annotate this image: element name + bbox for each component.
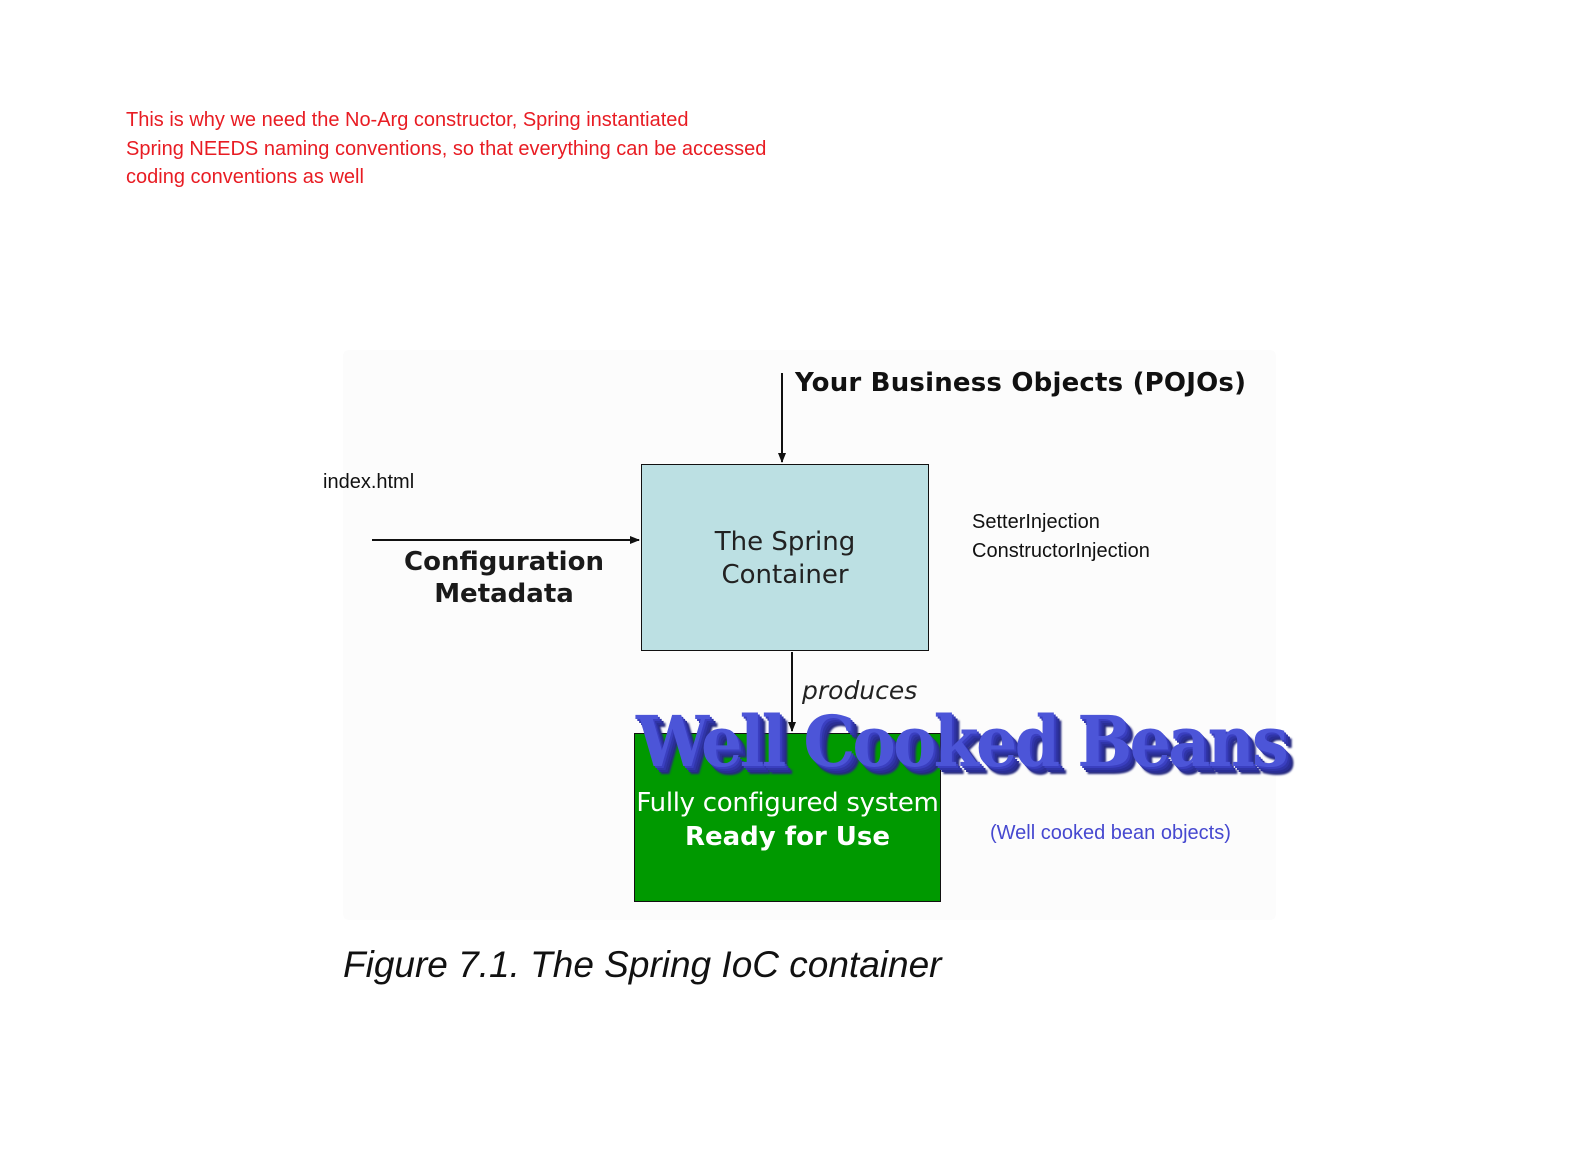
configured-system-line-1: Fully configured system <box>636 788 939 818</box>
config-metadata-line-1: Configuration <box>404 547 604 577</box>
spring-container-box: The Spring Container <box>641 464 929 651</box>
container-label-line-2: Container <box>721 560 849 590</box>
produces-label: produces <box>802 676 918 705</box>
note-line-1: This is why we need the No-Arg construct… <box>126 109 689 131</box>
note-line-3: coding conventions as well <box>126 166 364 188</box>
bean-objects-caption: (Well cooked bean objects) <box>990 822 1231 844</box>
constructor-injection-label: ConstructorInjection <box>972 540 1150 562</box>
injection-labels: SetterInjection ConstructorInjection <box>972 508 1150 566</box>
configured-system-label: Fully configured system Ready for Use <box>635 786 940 854</box>
configuration-metadata-label: Configuration Metadata <box>398 546 610 610</box>
well-cooked-beans-wordart: Well Cooked Beans <box>636 700 1289 783</box>
annotation-note: This is why we need the No-Arg construct… <box>126 106 766 192</box>
setter-injection-label: SetterInjection <box>972 511 1100 533</box>
note-line-2: Spring NEEDS naming conventions, so that… <box>126 137 767 160</box>
figure-caption: Figure 7.1. The Spring IoC container <box>343 944 942 985</box>
spring-container-label: The Spring Container <box>642 526 928 592</box>
configured-system-line-2: Ready for Use <box>684 822 891 852</box>
container-label-line-1: The Spring <box>714 527 856 557</box>
configured-system-box: Fully configured system Ready for Use <box>634 733 941 902</box>
config-metadata-line-2: Metadata <box>434 579 574 609</box>
pojo-label: Your Business Objects (POJOs) <box>795 368 1247 398</box>
index-html-label: index.html <box>323 471 415 493</box>
